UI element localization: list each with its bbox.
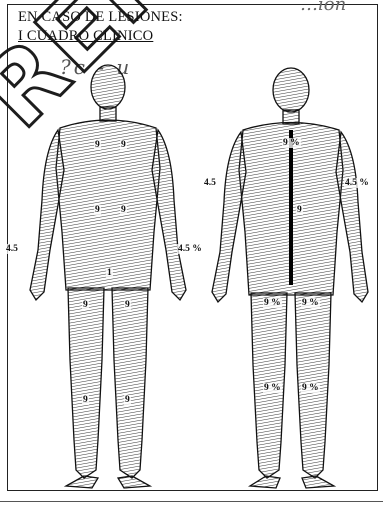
label-back-leg-right-2: 9 % bbox=[301, 383, 320, 393]
label-front-arm-left: 4.5 bbox=[5, 244, 19, 254]
label-front-leg-left-2: 9 bbox=[82, 395, 89, 405]
label-back-arm-right: 4.5 % bbox=[344, 178, 370, 188]
label-back-leg-left-1: 9 % bbox=[263, 298, 282, 308]
back-figure bbox=[212, 68, 368, 488]
label-front-leg-left-1: 9 bbox=[82, 300, 89, 310]
label-front-chest-1: 9 bbox=[94, 140, 101, 150]
label-back-leg-left-2: 9 % bbox=[263, 383, 282, 393]
page-divider bbox=[0, 501, 383, 502]
label-front-arm-right: 4.5 % bbox=[177, 244, 203, 254]
label-back-trunk-2: 9 bbox=[296, 205, 303, 215]
label-front-trunk-1: 9 bbox=[94, 205, 101, 215]
label-front-chest-2: 9 bbox=[120, 140, 127, 150]
label-front-trunk-2: 9 bbox=[120, 205, 127, 215]
label-back-leg-right-1: 9 % bbox=[301, 298, 320, 308]
label-back-arm-left: 4.5 bbox=[203, 178, 217, 188]
label-front-leg-right-2: 9 bbox=[124, 395, 131, 405]
label-front-genital: 1 bbox=[106, 268, 113, 278]
label-front-leg-right-1: 9 bbox=[124, 300, 131, 310]
label-back-trunk-1: 9 % bbox=[282, 138, 301, 148]
